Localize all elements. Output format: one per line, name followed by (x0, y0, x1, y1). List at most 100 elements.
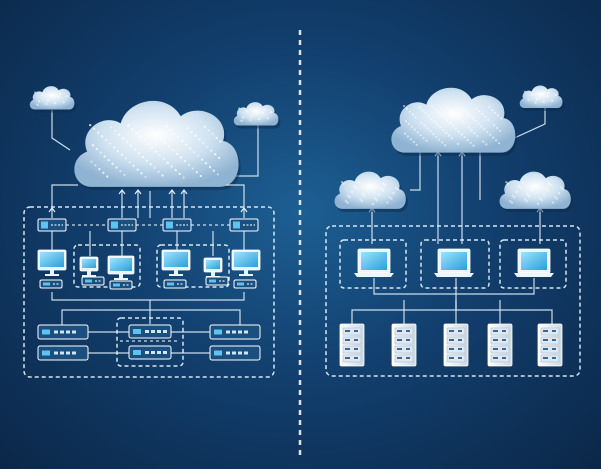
router-led (111, 221, 118, 229)
cloud-texture (424, 112, 427, 115)
cloud-texture (365, 189, 368, 192)
network-device-icon (37, 324, 89, 340)
cloud-texture (551, 201, 554, 204)
server-bay (490, 345, 510, 354)
cloud-texture (483, 128, 486, 131)
cloud-texture (448, 122, 452, 125)
cloud-texture (450, 137, 454, 140)
server-light (449, 357, 454, 359)
device-port (66, 351, 70, 355)
cloud-texture (207, 129, 210, 132)
cloud-texture (381, 189, 384, 192)
cloud-texture (137, 152, 140, 155)
monitor-icon (79, 256, 99, 277)
cloud-texture (203, 125, 206, 128)
device-port (72, 351, 76, 355)
cloud-texture (169, 128, 172, 131)
cloud-texture (487, 118, 490, 121)
device-led (214, 329, 222, 335)
cloud-texture (436, 123, 439, 126)
cloud-texture (369, 185, 372, 188)
cloud-texture (540, 198, 543, 202)
cloud-texture (157, 170, 160, 173)
server-light (493, 330, 498, 332)
cloud-texture (45, 102, 48, 106)
server-bay (342, 336, 362, 345)
server-bay (394, 327, 414, 336)
monitor-stand (211, 272, 215, 276)
cloud-texture (425, 139, 428, 142)
cloud-texture (110, 126, 113, 129)
cloud-texture (461, 120, 464, 124)
cloud-texture (542, 100, 545, 103)
cloud-texture (476, 134, 479, 138)
device-port (163, 351, 167, 354)
cloud-texture (517, 185, 521, 188)
connector-line (51, 292, 245, 301)
cloud-texture (179, 156, 183, 159)
cloud-texture (547, 91, 550, 94)
cloud-texture (53, 102, 57, 105)
server-light (406, 330, 410, 332)
server-light (354, 330, 358, 332)
cloud-texture (348, 196, 351, 199)
cloud-texture (90, 160, 93, 163)
cloud-texture (177, 136, 180, 139)
cloud-texture (210, 149, 213, 152)
cloud-texture (539, 92, 542, 95)
device-port (163, 330, 167, 333)
cloud-texture (136, 168, 139, 171)
cloud-texture (131, 128, 134, 131)
cloud-texture (510, 201, 514, 204)
router-case (109, 280, 133, 290)
laptop-base (434, 273, 474, 277)
device-port (60, 351, 64, 355)
router-led (233, 221, 240, 229)
cloud-texture (195, 171, 198, 174)
router-icon (109, 280, 133, 290)
cloud-icon (74, 100, 241, 190)
cloud-texture (197, 154, 200, 157)
cloud-icon (499, 171, 573, 212)
cloud-texture (433, 120, 436, 123)
cloud-texture (245, 110, 248, 113)
device-port (151, 330, 155, 333)
cloud-texture (357, 181, 360, 184)
router-icon (162, 218, 192, 232)
cloud-body (233, 102, 279, 126)
cloud-texture (160, 137, 163, 140)
cloud-texture (467, 126, 470, 129)
cloud-texture (367, 183, 370, 186)
cloud-texture (430, 117, 433, 120)
server-light (458, 348, 462, 350)
cloud-texture (553, 195, 557, 199)
server-light (397, 357, 402, 359)
cloud-texture (412, 140, 415, 144)
router-icon (233, 279, 257, 289)
cloud-texture (482, 140, 485, 143)
cloud-texture (530, 189, 533, 192)
laptop-base (514, 273, 554, 277)
cloud-texture (190, 130, 193, 134)
cloud-texture (208, 165, 212, 169)
cloud-texture (165, 125, 168, 128)
cloud-texture (186, 127, 189, 130)
server-light (543, 348, 548, 350)
cloud-texture (472, 144, 475, 147)
cloud-texture (442, 128, 445, 132)
cloud-texture (103, 155, 106, 158)
router-led (167, 282, 174, 286)
cloud-texture (452, 112, 456, 115)
router-led (41, 221, 48, 229)
server-bay (342, 354, 362, 363)
cloud-texture (123, 173, 126, 177)
cloud-texture (394, 186, 397, 189)
server-light (449, 348, 454, 350)
cloud-texture (413, 128, 416, 131)
device-led (42, 329, 50, 335)
device-group-box (116, 317, 184, 367)
router-case (39, 279, 63, 289)
monitor-stand (87, 271, 91, 275)
cloud-texture (363, 194, 366, 197)
